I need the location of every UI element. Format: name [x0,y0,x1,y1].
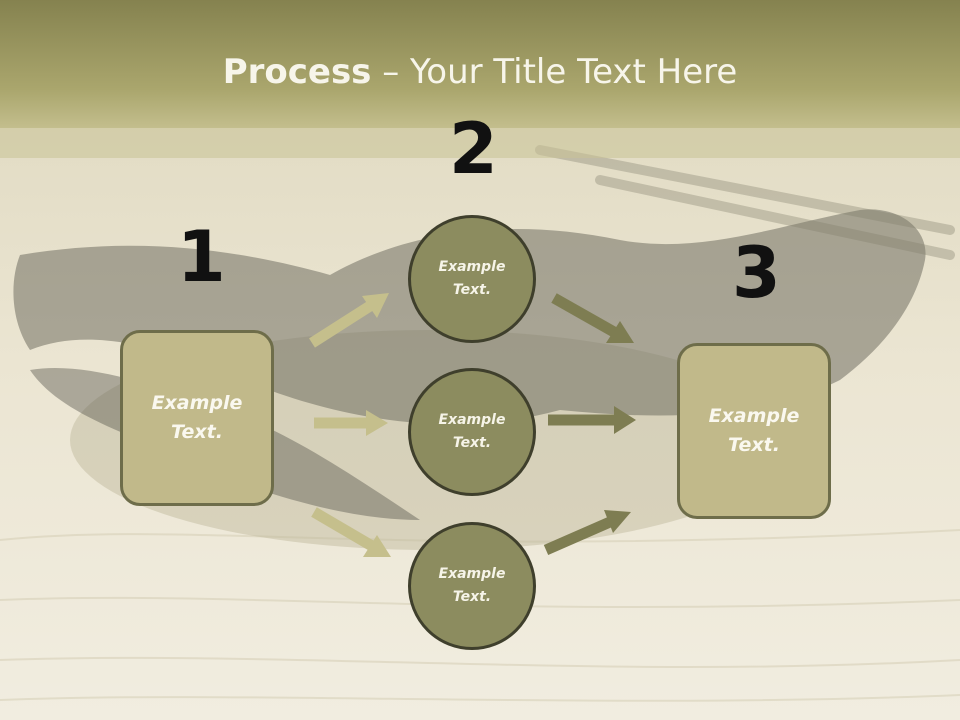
arrow-to-circle-2 [314,410,388,436]
step-number-3: 3 [732,232,781,314]
step-2-circle-middle: Example Text. [408,368,536,496]
step-3-box: Example Text. [677,343,831,519]
arrow-to-circle-3 [311,507,391,557]
arrow-to-circle-1 [309,293,389,348]
slide-title: Process – Your Title Text Here [0,52,960,92]
step-1-box: Example Text. [120,330,274,506]
step-2-circle-bottom: Example Text. [408,522,536,650]
arrow-from-circle-1 [551,293,634,343]
step-number-2: 2 [449,108,498,190]
arrow-from-circle-2 [548,406,636,434]
step-2-circle-top: Example Text. [408,215,536,343]
title-bold: Process [222,52,372,92]
title-rest: – Your Title Text Here [371,52,738,92]
arrow-from-circle-3 [543,510,631,556]
step-number-1: 1 [177,216,226,298]
